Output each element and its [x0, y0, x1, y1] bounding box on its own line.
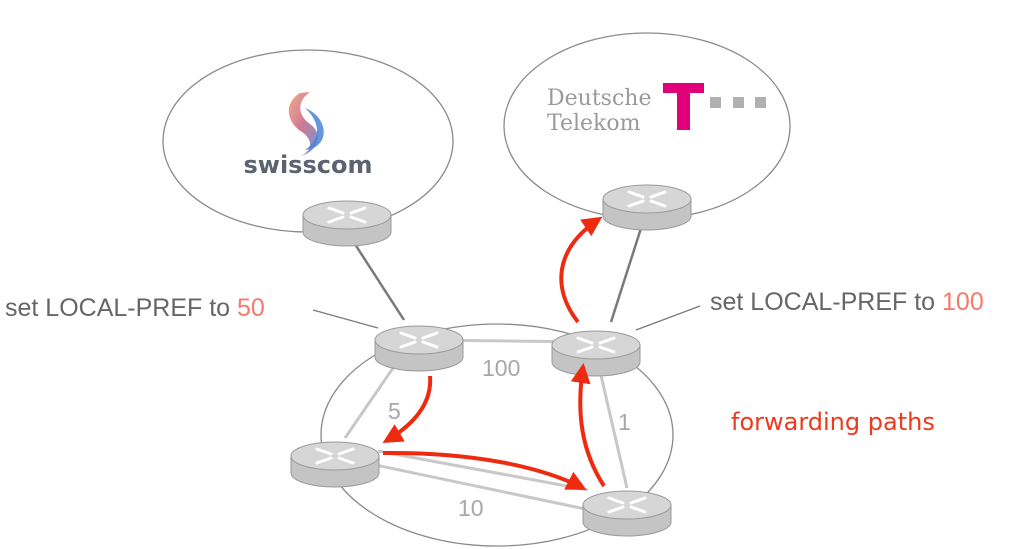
telekom-dot-2 [733, 97, 744, 108]
annotation-left-value: 50 [237, 294, 265, 322]
swisscom-wordmark: swisscom [244, 151, 373, 179]
telekom-wordmark-line1: Deutsche [547, 86, 651, 111]
telekom-dot-1 [710, 97, 721, 108]
router-icon [627, 190, 667, 208]
router-icon [315, 447, 355, 465]
swisscom-logo: swisscom [244, 92, 373, 179]
forwarding-path-left-bottom-to-right-bottom [382, 450, 587, 490]
router-telekom-edge [602, 184, 692, 231]
forwarding-path-left-top-to-left-bottom [382, 375, 433, 444]
annotation-pointer-right [635, 305, 701, 331]
router-as-right-bottom [582, 490, 672, 537]
forwarding-path-right-bottom-to-right-top [570, 363, 606, 488]
annotation-left-prefix: set LOCAL-PREF to [5, 294, 237, 322]
link-telekom-to-right-top [609, 221, 645, 323]
local-as-ellipse [320, 323, 674, 547]
router-as-left-top [374, 325, 464, 372]
telekom-t-stem [677, 83, 690, 130]
link-bottom [346, 457, 591, 512]
router-swisscom-edge [302, 200, 392, 247]
router-icon [607, 496, 647, 514]
swisscom-as-ellipse [162, 49, 454, 233]
annotation-right-value: 100 [942, 288, 984, 316]
telekom-logo: Deutsche Telekom [547, 83, 766, 136]
forwarding-path-right-top-to-telekom-edge [559, 216, 603, 324]
telekom-dot-3 [755, 97, 766, 108]
link-weight-right: 1 [618, 409, 631, 435]
telekom-wordmark-line2: Telekom [547, 111, 641, 136]
annotation-right: set LOCAL-PREF to 100 [710, 288, 984, 316]
router-as-right-top [551, 330, 641, 377]
router-icon [327, 206, 367, 224]
routers-layer [290, 184, 692, 537]
router-icon [399, 331, 439, 349]
link-weight-bottom: 10 [458, 495, 484, 521]
link-swisscom-to-left-top [349, 237, 406, 321]
annotation-right-prefix: set LOCAL-PREF to [710, 288, 942, 316]
link-weight-left: 5 [388, 398, 401, 424]
link-diagonal [377, 449, 589, 492]
annotation-pointer-left [312, 309, 379, 329]
link-right [595, 357, 629, 489]
link-weight-top: 100 [482, 355, 520, 381]
router-icon [576, 336, 616, 354]
legend-forwarding-paths: forwarding paths [731, 408, 935, 436]
router-as-left-bottom [290, 441, 380, 488]
annotation-left: set LOCAL-PREF to 50 [5, 294, 265, 322]
